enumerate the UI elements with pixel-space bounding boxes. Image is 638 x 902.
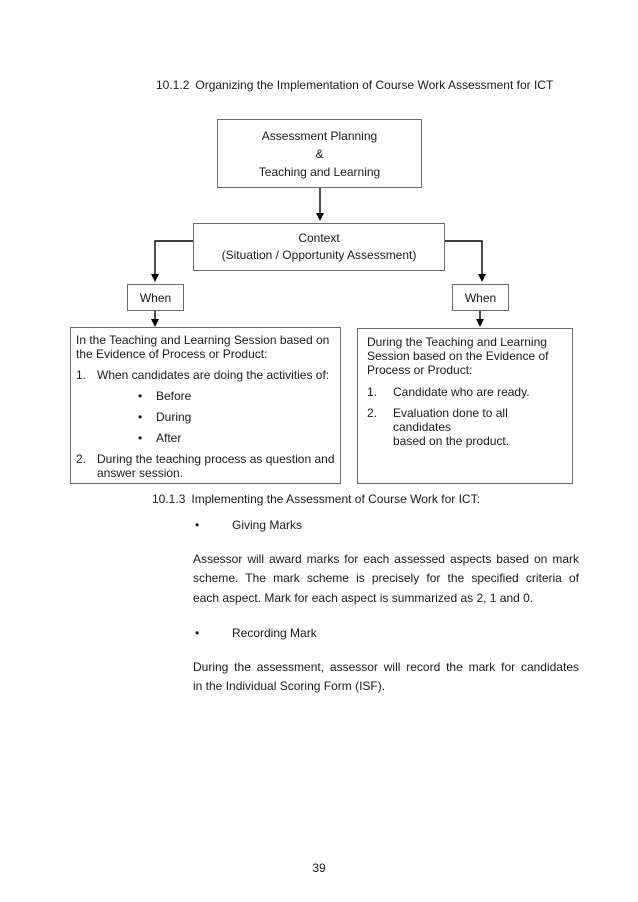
detail-right-item2-text: Evaluation done to all candidates based … bbox=[393, 406, 567, 448]
page-number: 39 bbox=[312, 861, 326, 875]
recording-mark-paragraph: During the assessment, assessor will rec… bbox=[193, 658, 579, 697]
detail-right-intro-line2: Session based on the Evidence of bbox=[367, 349, 549, 363]
detail-box-right: During the Teaching and Learning Session… bbox=[357, 328, 573, 484]
planning-box: Assessment Planning & Teaching and Learn… bbox=[217, 119, 422, 188]
when-box-right: When bbox=[452, 284, 509, 311]
planning-box-line3: Teaching and Learning bbox=[258, 164, 381, 179]
when-box-left: When bbox=[127, 284, 184, 311]
list-number: 2. bbox=[367, 406, 378, 420]
giving-marks-label: Giving Marks bbox=[232, 518, 303, 532]
planning-box-line2: & bbox=[315, 146, 324, 161]
arrowhead-planning-to-context bbox=[316, 213, 324, 221]
detail-box-left: In the Teaching and Learning Session bas… bbox=[70, 327, 341, 484]
list-number: 1. bbox=[76, 368, 87, 382]
section-10-1-3-title: Implementing the Assessment of Course Wo… bbox=[191, 492, 480, 506]
connector-context-to-when-right bbox=[445, 240, 483, 275]
paragraph-line: During the assessment, assessor will rec… bbox=[193, 660, 579, 674]
bullet-icon: • bbox=[195, 518, 200, 532]
when-box-right-label: When bbox=[464, 290, 497, 305]
detail-left-item2-line1: During the teaching process as question … bbox=[97, 452, 335, 466]
context-box-line1: Context bbox=[298, 231, 340, 245]
list-number: 1. bbox=[367, 385, 378, 399]
detail-right-item2-line2: based on the product. bbox=[393, 434, 510, 448]
detail-left-item2-line2: answer session. bbox=[97, 466, 184, 480]
detail-right-item2-line1: Evaluation done to all candidates bbox=[393, 406, 508, 434]
detail-left-item1: 1. When candidates are doing the activit… bbox=[76, 368, 336, 382]
arrowhead-when-right-to-detail bbox=[476, 319, 484, 327]
detail-left-bullet-2-label: During bbox=[156, 410, 192, 424]
when-box-left-label: When bbox=[139, 290, 172, 305]
recording-mark-bullet-row: • Recording Mark bbox=[195, 626, 317, 640]
detail-left-bullet-3-label: After bbox=[156, 431, 182, 445]
detail-right-item1-text: Candidate who are ready. bbox=[393, 385, 530, 399]
detail-left-item1-text: When candidates are doing the activities… bbox=[97, 368, 330, 382]
section-10-1-2-heading: 10.1.2 Organizing the Implementation of … bbox=[156, 78, 553, 92]
bullet-icon: • bbox=[138, 389, 143, 403]
section-10-1-3-number: 10.1.3 bbox=[152, 492, 186, 506]
paragraph-line: in the Individual Scoring Form (ISF). bbox=[193, 679, 386, 694]
giving-marks-paragraph: Assessor will award marks for each asses… bbox=[193, 550, 579, 608]
detail-left-bullet-2: • During bbox=[138, 410, 336, 424]
detail-right-item2: 2. Evaluation done to all candidates bas… bbox=[367, 406, 567, 448]
paragraph-line: scheme. The mark scheme is precisely for… bbox=[193, 571, 579, 586]
bullet-icon: • bbox=[195, 626, 200, 640]
planning-box-line1: Assessment Planning bbox=[261, 128, 378, 143]
connector-context-to-when-left bbox=[154, 240, 193, 275]
bullet-icon: • bbox=[138, 410, 143, 424]
giving-marks-bullet-row: • Giving Marks bbox=[195, 518, 302, 532]
section-10-1-3-heading: 10.1.3 Implementing the Assessment of Co… bbox=[152, 492, 480, 506]
detail-left-bullet-1-label: Before bbox=[156, 389, 192, 403]
detail-left-bullet-1: • Before bbox=[138, 389, 336, 403]
arrowhead-context-to-when-left bbox=[151, 274, 159, 282]
section-10-1-2-title: Organizing the Implementation of Course … bbox=[195, 78, 554, 92]
detail-left-intro-line2: the Evidence of Process or Product: bbox=[76, 347, 268, 361]
detail-right-item1: 1. Candidate who are ready. bbox=[367, 385, 567, 399]
arrowhead-context-to-when-right bbox=[478, 274, 486, 282]
context-box-line2: (Situation / Opportunity Assessment) bbox=[221, 248, 417, 262]
paragraph-line: each aspect. Mark for each aspect is sum… bbox=[193, 590, 534, 605]
detail-right-intro-line1: During the Teaching and Learning bbox=[367, 335, 547, 349]
bullet-icon: • bbox=[138, 431, 143, 445]
list-number: 2. bbox=[76, 452, 87, 466]
paragraph-line: Assessor will award marks for each asses… bbox=[193, 552, 579, 566]
detail-left-item2-text: During the teaching process as question … bbox=[97, 452, 336, 480]
detail-right-intro-line3: Process or Product: bbox=[367, 363, 473, 377]
context-box: Context (Situation / Opportunity Assessm… bbox=[193, 223, 445, 271]
arrowhead-when-left-to-detail bbox=[151, 319, 159, 327]
detail-left-item2: 2. During the teaching process as questi… bbox=[76, 452, 336, 480]
detail-left-bullet-3: • After bbox=[138, 431, 336, 445]
detail-left-intro-line1: In the Teaching and Learning Session bas… bbox=[76, 333, 330, 347]
section-10-1-2-number: 10.1.2 bbox=[156, 78, 190, 92]
recording-mark-label: Recording Mark bbox=[232, 626, 317, 640]
